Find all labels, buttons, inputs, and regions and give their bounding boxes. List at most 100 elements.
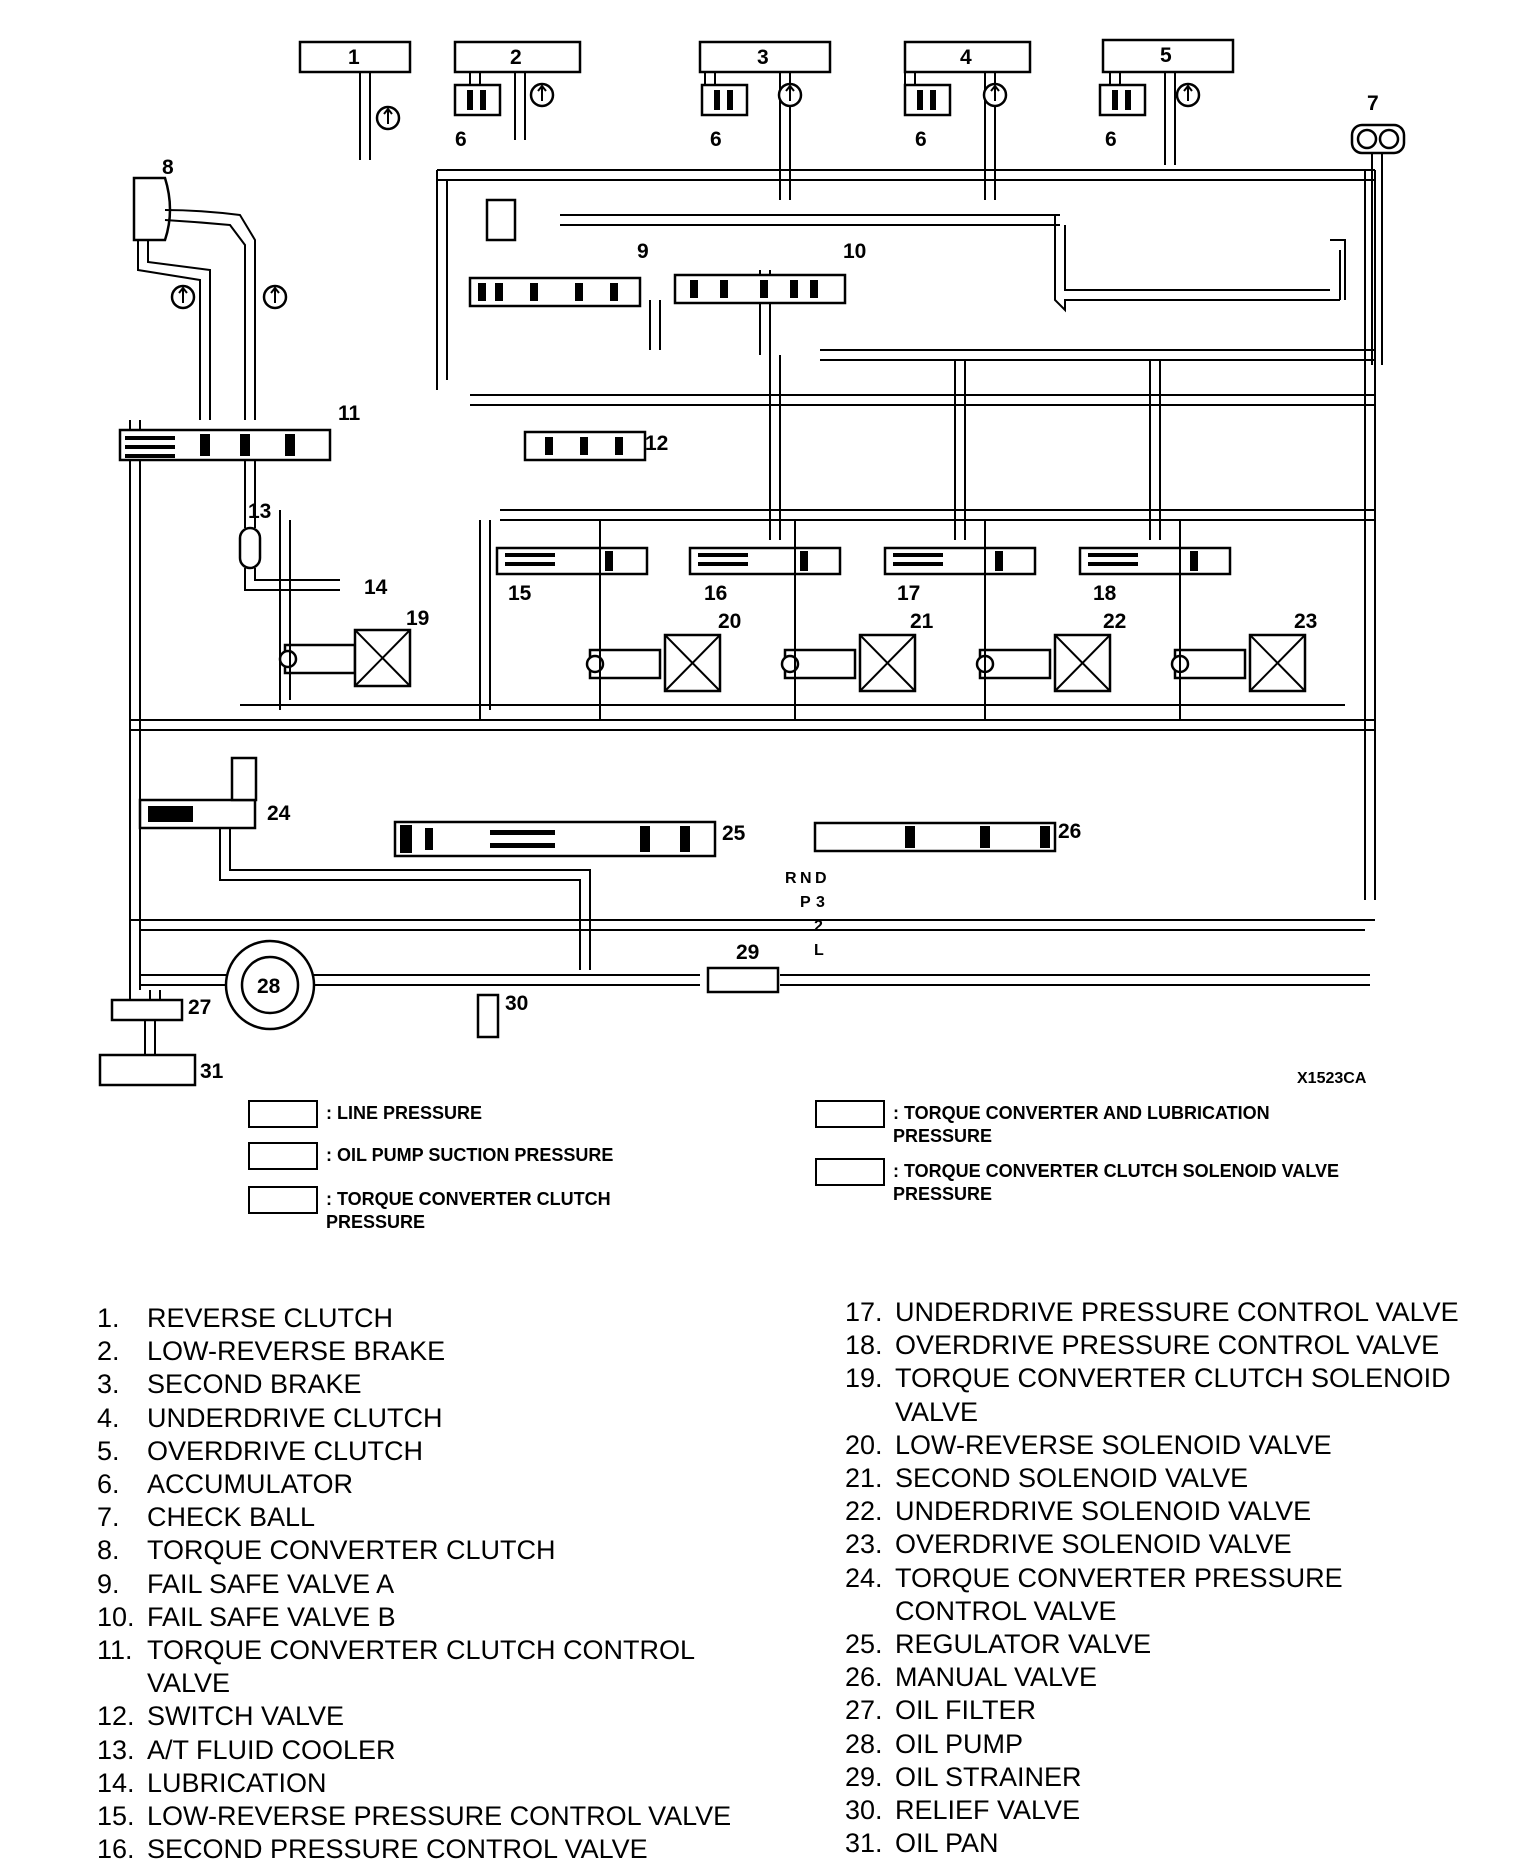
accumulators: 6 6 6 6 <box>453 83 1147 151</box>
key-label: TORQUE CONVERTER PRESSURE <box>895 1562 1343 1593</box>
label-28: 28 <box>257 975 281 998</box>
key-item: 10.FAIL SAFE VALVE B <box>97 1601 731 1634</box>
gauge-icon <box>982 82 1008 108</box>
key-label: MANUAL VALVE <box>895 1662 1098 1693</box>
key-label: LOW-REVERSE SOLENOID VALVE <box>895 1429 1332 1460</box>
check-ball: 7 <box>1350 92 1406 365</box>
key-number: 12. <box>97 1701 135 1732</box>
key-label: FAIL SAFE VALVE B <box>147 1601 396 1632</box>
key-item: 7.CHECK BALL <box>97 1501 731 1534</box>
key-number: 19. <box>845 1363 883 1394</box>
key-label: UNDERDRIVE SOLENOID VALVE <box>895 1496 1312 1527</box>
key-label: REGULATOR VALVE <box>895 1629 1152 1660</box>
shift-pos-l: L <box>814 942 824 959</box>
accumulator-icon <box>453 83 502 117</box>
label-6: 6 <box>915 128 927 151</box>
key-item: 20.LOW-REVERSE SOLENOID VALVE <box>845 1429 1459 1462</box>
key-item: 14.LUBRICATION <box>97 1767 731 1800</box>
key-number: 30. <box>845 1795 883 1826</box>
key-label: UNDERDRIVE PRESSURE CONTROL VALVE <box>895 1297 1459 1327</box>
accumulator-icon <box>700 83 749 117</box>
shift-pos-2: 2 <box>814 918 823 935</box>
label-10: 10 <box>843 240 866 263</box>
key-number: 18. <box>845 1330 883 1361</box>
key-number: 9. <box>97 1568 120 1599</box>
accumulator-icon <box>903 83 952 117</box>
key-item: 6.ACCUMULATOR <box>97 1468 731 1501</box>
key-label: FAIL SAFE VALVE A <box>147 1568 395 1599</box>
accumulator-icon <box>1098 83 1147 117</box>
label-13: 13 <box>248 500 271 523</box>
key-label: REVERSE CLUTCH <box>147 1303 394 1333</box>
label-1: 1 <box>348 46 360 69</box>
key-label: OVERDRIVE SOLENOID VALVE <box>895 1529 1292 1560</box>
key-number: 7. <box>97 1502 120 1533</box>
fluid-cooler: 13 14 <box>238 460 388 599</box>
key-number: 6. <box>97 1469 120 1500</box>
label-6: 6 <box>1105 128 1117 151</box>
solenoid-21: 21 <box>780 610 934 693</box>
label-31: 31 <box>200 1060 224 1083</box>
label-6: 6 <box>710 128 722 151</box>
key-label: SWITCH VALVE <box>147 1701 345 1732</box>
legend-swatch <box>815 1100 885 1128</box>
shift-pos-3: 3 <box>816 894 825 911</box>
key-number: 24. <box>845 1562 883 1593</box>
shift-pos-d: D <box>815 870 827 887</box>
gauge-icon <box>1175 82 1201 108</box>
shift-pos-n: N <box>800 870 812 887</box>
label-30: 30 <box>505 992 528 1015</box>
key-number: 13. <box>97 1734 135 1765</box>
key-list-left: 1. REVERSE CLUTCH 2. LOW-REVERSE BRAKE 3. SEC… <box>97 1302 731 1866</box>
key-number: 3. <box>97 1369 120 1400</box>
key-item: VALVE <box>97 1667 731 1700</box>
key-label: VALVE <box>895 1396 979 1427</box>
key-number: 11. <box>97 1635 133 1666</box>
regulator-valve: 25 <box>393 820 746 858</box>
switch-valve: 12 <box>523 430 668 462</box>
key-number: 8. <box>97 1535 120 1566</box>
key-label: SECOND PRESSURE CONTROL VALVE <box>147 1834 648 1865</box>
key-item: 24. TORQUE CONVERTER PRESSURE <box>845 1562 1459 1595</box>
label-5: 5 <box>1160 44 1172 67</box>
key-number: 21. <box>845 1463 883 1494</box>
key-number: 14. <box>97 1767 135 1798</box>
key-number: 15. <box>97 1801 135 1832</box>
label-11: 11 <box>338 402 361 425</box>
tcc-control-valve: 11 <box>118 402 361 462</box>
key-number: 25. <box>845 1629 883 1660</box>
key-item: 1. REVERSE CLUTCH <box>97 1302 731 1335</box>
key-number: 17. <box>845 1297 883 1327</box>
key-item: 19.TORQUE CONVERTER CLUTCH SOLENOID <box>845 1362 1459 1395</box>
label-4: 4 <box>960 46 972 69</box>
key-item: 29. OIL STRAINER <box>845 1761 1459 1794</box>
key-number: 31. <box>845 1828 883 1859</box>
key-number: 1. <box>97 1303 120 1333</box>
key-label: OVERDRIVE CLUTCH <box>147 1435 424 1466</box>
fail-safe-valve-a: 9 <box>468 198 649 308</box>
key-number: 28. <box>845 1728 883 1759</box>
key-label: LOW-REVERSE BRAKE <box>147 1336 446 1367</box>
solenoid-20: 20 <box>585 610 741 693</box>
legend-text: : TORQUE CONVERTER CLUTCH PRESSURE <box>326 1189 611 1232</box>
key-number: 27. <box>845 1695 883 1726</box>
key-label: OIL STRAINER <box>895 1761 1082 1792</box>
legend-swatch <box>248 1100 318 1128</box>
key-label: RELIEF VALVE <box>895 1795 1081 1826</box>
key-number: 29. <box>845 1761 883 1792</box>
label-14: 14 <box>364 576 388 599</box>
legend-swatch <box>248 1186 318 1214</box>
key-number: 2. <box>97 1336 120 1367</box>
legend-swatch <box>248 1142 318 1170</box>
key-item: CONTROL VALVE <box>845 1595 1459 1628</box>
hydraulic-circuit-diagram: 1 2 3 4 5 6 6 <box>98 38 1406 1087</box>
label-20: 20 <box>718 610 741 633</box>
key-item: 4.UNDERDRIVE CLUTCH <box>97 1402 731 1435</box>
label-27: 27 <box>188 996 211 1019</box>
label-22: 22 <box>1103 610 1126 633</box>
label-21: 21 <box>910 610 934 633</box>
key-number: 16. <box>97 1834 135 1865</box>
figure-id: X1523CA <box>1297 1070 1367 1087</box>
key-label: OIL FILTER <box>895 1695 1037 1726</box>
key-label: UNDERDRIVE CLUTCH <box>147 1402 443 1433</box>
